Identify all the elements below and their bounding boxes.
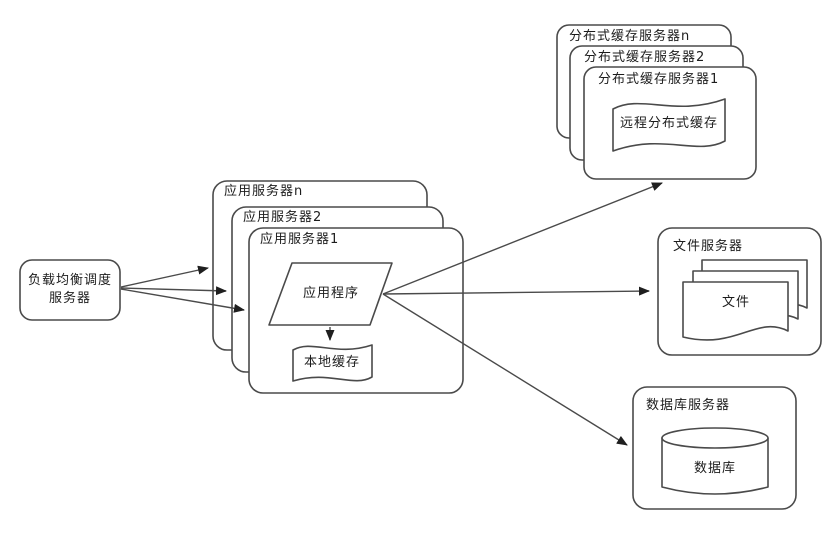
load-balancer-label: 负载均衡调度 服务器: [27, 272, 113, 306]
file-server-label: 文件服务器: [673, 239, 744, 254]
file-document-front: [682, 281, 789, 341]
distributed-cache-1-label: 分布式缓存服务器1: [598, 72, 720, 87]
database-label: 数据库: [693, 460, 737, 476]
distributed-cache-n-label: 分布式缓存服务器n: [569, 29, 691, 44]
app-server-n-label: 应用服务器n: [224, 184, 304, 199]
files-label: 文件: [721, 294, 751, 310]
database-cylinder-top: [661, 427, 769, 449]
arrow-lb-to-app-n: [120, 265, 209, 288]
database-cylinder-body: [661, 437, 769, 495]
local-cache-label: 本地缓存: [303, 354, 361, 370]
arrow-app-to-distributed-cache: [382, 182, 663, 295]
distributed-cache-2-label: 分布式缓存服务器2: [584, 50, 706, 65]
arrow-app-to-database-server: [382, 293, 628, 446]
remote-distributed-cache-tape: [612, 98, 726, 152]
arrow-lb-to-app-1: [120, 288, 245, 313]
app-server-1-label: 应用服务器1: [260, 232, 340, 247]
application-parallelogram: [268, 262, 393, 326]
arrow-lb-to-app-2: [120, 286, 227, 296]
app-server-2-label: 应用服务器2: [243, 210, 323, 225]
database-server-label: 数据库服务器: [646, 398, 731, 413]
application-label: 应用程序: [302, 285, 360, 301]
arrow-app-to-file-server: [382, 286, 650, 296]
local-cache-tape: [292, 344, 373, 382]
load-balancer-box: [19, 259, 121, 321]
remote-distributed-cache-label: 远程分布式缓存: [619, 115, 719, 131]
